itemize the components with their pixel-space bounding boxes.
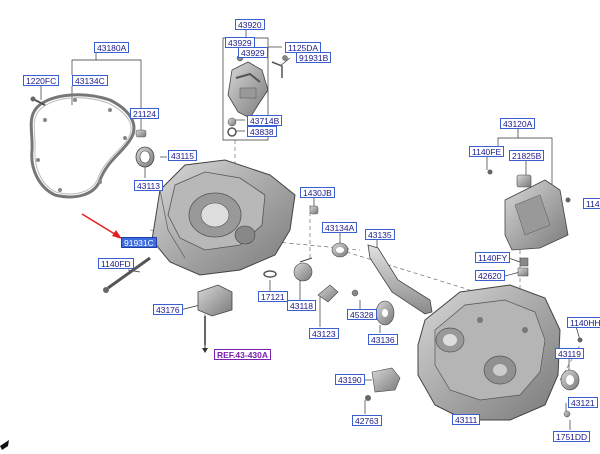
part-label-43120A[interactable]: 43120A [500, 118, 536, 129]
part-label-1430JB[interactable]: 1430JB [300, 187, 335, 198]
part-label-43838[interactable]: 43838 [247, 126, 277, 137]
part-label-43115[interactable]: 43115 [168, 150, 198, 161]
part-label-91931C-selected[interactable]: 91931C [121, 237, 157, 248]
transmission-case-part [417, 284, 561, 421]
highlight-pointer-arrow [81, 213, 122, 239]
part-label-43176[interactable]: 43176 [153, 304, 183, 315]
part-label-1220FC[interactable]: 1220FC [23, 75, 60, 86]
part-label-43190[interactable]: 43190 [335, 374, 365, 385]
part-label-43135[interactable]: 43135 [365, 229, 395, 240]
part-label-21124[interactable]: 21124 [130, 108, 160, 119]
part-label-43118[interactable]: 43118 [287, 300, 317, 311]
part-label-43929[interactable]: 43929 [238, 47, 268, 58]
mount-part [197, 284, 233, 345]
output-seal-part [560, 369, 580, 391]
part-label-42620[interactable]: 42620 [475, 270, 505, 281]
part-label-21825B[interactable]: 21825B [509, 150, 545, 161]
part-label-43134C[interactable]: 43134C [72, 75, 108, 86]
shift-rod-part [367, 244, 433, 315]
part-label-43920[interactable]: 43920 [235, 19, 265, 30]
part-label-43136[interactable]: 43136 [368, 334, 398, 345]
washer-part [375, 300, 395, 326]
sensor-part [517, 257, 529, 277]
bolt-part [103, 256, 151, 293]
part-label-43180A[interactable]: 43180A [94, 42, 130, 53]
part-label-1140-cut[interactable]: 114( [583, 198, 600, 209]
gasket-part [29, 93, 136, 199]
part-label-43134A[interactable]: 43134A [322, 222, 358, 233]
part-label-43123[interactable]: 43123 [309, 328, 339, 339]
part-label-42763[interactable]: 42763 [352, 415, 382, 426]
part-label-43714B[interactable]: 43714B [247, 115, 283, 126]
oil-seal-part [135, 146, 155, 168]
fork-part [293, 257, 313, 282]
part-label-43113[interactable]: 43113 [134, 180, 164, 191]
part-label-43111[interactable]: 43111 [452, 414, 481, 425]
part-label-91931B[interactable]: 91931B [296, 52, 332, 63]
part-label-43121[interactable]: 43121 [568, 397, 598, 408]
corner-mark-icon [0, 440, 9, 450]
shift-lever-part [227, 54, 288, 137]
part-label-17121[interactable]: 17121 [258, 291, 288, 302]
bolt-part [30, 96, 46, 106]
part-label-45328[interactable]: 45328 [347, 309, 377, 320]
part-label-1140FE[interactable]: 1140FE [469, 146, 505, 157]
switch-part [365, 367, 401, 401]
part-label-1140FD[interactable]: 1140FD [98, 258, 134, 269]
bracket-part [504, 179, 571, 251]
part-label-1751DD[interactable]: 1751DD [553, 431, 591, 442]
part-label-1140FY[interactable]: 1140FY [475, 252, 511, 263]
reference-link[interactable]: REF.43-430A [214, 349, 272, 360]
part-label-1140HH[interactable]: 1140HH [567, 317, 600, 328]
part-label-43119[interactable]: 43119 [555, 348, 585, 359]
clutch-housing-part [151, 159, 296, 276]
seal-part [331, 242, 349, 258]
